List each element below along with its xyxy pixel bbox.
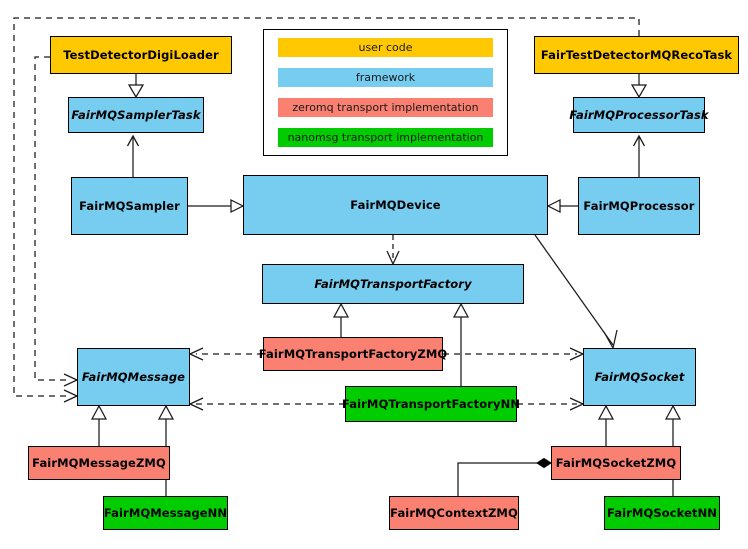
edge-digiloader-to-message: [34, 56, 78, 387]
class-node-label: FairMQSocket: [594, 369, 685, 384]
edge-recotask-to-message: [13, 17, 640, 403]
class-node-fairmqtransportfactoryzmq[interactable]: FairMQTransportFactoryZMQ: [259, 337, 447, 371]
class-node-label: FairMQTransportFactory: [314, 276, 472, 291]
edge-processor-to-device: [546, 198, 578, 214]
legend-item-user-code: user code: [278, 38, 493, 57]
class-node-fairmqmessagezmq[interactable]: FairMQMessageZMQ: [28, 446, 170, 480]
legend-item-zeromq: zeromq transport implementation: [278, 98, 493, 117]
class-node-fairmqsamplertask[interactable]: FairMQSamplerTask: [68, 97, 204, 133]
class-node-label: FairMQTransportFactoryZMQ: [258, 346, 448, 361]
edge-factorynn-to-message: [189, 397, 345, 411]
class-node-fairtestdetectormqrecotask[interactable]: FairTestDetectorMQRecoTask: [534, 36, 739, 74]
legend-panel: user code framework zeromq transport imp…: [263, 29, 508, 156]
legend-label-framework: framework: [355, 71, 416, 84]
class-node-fairmqsampler[interactable]: FairMQSampler: [71, 177, 188, 235]
class-node-label: FairMQProcessor: [583, 198, 695, 213]
edge-factoryzmq-to-factory: [332, 302, 350, 337]
edge-device-to-transportfactory: [386, 235, 400, 265]
edge-factorynn-to-factory: [452, 302, 470, 386]
class-node-label: FairMQContextZMQ: [390, 505, 518, 520]
class-node-fairmqsocketnn[interactable]: FairMQSocketNN: [604, 496, 720, 530]
class-node-testdetectordigiloader[interactable]: TestDetectorDigiLoader: [50, 36, 232, 74]
edge-factoryzmq-to-socket: [443, 347, 584, 361]
edge-recotask-to-processortask: [630, 74, 648, 99]
class-node-fairmqsocket[interactable]: FairMQSocket: [583, 348, 696, 406]
class-node-label: FairMQProcessorTask: [569, 107, 709, 122]
edge-messagezmq-to-message: [90, 404, 108, 446]
class-node-fairmqmessagenn[interactable]: FairMQMessageNN: [103, 496, 228, 530]
edge-socketzmq-to-socket: [597, 404, 615, 446]
legend-item-framework: framework: [278, 68, 493, 87]
class-node-fairmqprocessortask[interactable]: FairMQProcessorTask: [569, 97, 709, 133]
class-node-label: FairMQMessageZMQ: [32, 455, 166, 470]
class-node-label: FairTestDetectorMQRecoTask: [540, 47, 733, 62]
edge-factorynn-to-socket: [517, 397, 584, 411]
class-node-label: FairMQMessageNN: [103, 505, 228, 520]
legend-label-nanomsg: nanomsg transport implementation: [287, 131, 484, 144]
class-node-fairmqtransportfactorynn[interactable]: FairMQTransportFactoryNN: [341, 386, 521, 422]
class-node-fairmqprocessor[interactable]: FairMQProcessor: [578, 177, 700, 235]
class-node-fairmqtransportfactory[interactable]: FairMQTransportFactory: [262, 264, 524, 304]
edge-sampler-to-device: [188, 198, 245, 214]
class-node-fairmqsocketzmq[interactable]: FairMQSocketZMQ: [551, 446, 681, 480]
class-node-label: FairMQSamplerTask: [71, 107, 201, 122]
class-node-label: FairMQMessage: [81, 369, 186, 384]
edge-socketzmq-composition-contextzmq: [457, 457, 552, 496]
legend-item-nanomsg: nanomsg transport implementation: [278, 128, 493, 147]
class-node-fairmqdevice[interactable]: FairMQDevice: [243, 175, 548, 235]
class-node-fairmqcontextzmq[interactable]: FairMQContextZMQ: [389, 496, 519, 530]
class-node-label: FairMQSampler: [79, 198, 180, 213]
class-node-label: FairMQDevice: [350, 197, 441, 212]
class-node-label: FairMQTransportFactoryNN: [341, 396, 521, 411]
edge-digiloader-to-samplertask: [127, 74, 145, 99]
edge-factoryzmq-to-message: [189, 347, 263, 361]
class-node-label: TestDetectorDigiLoader: [63, 47, 219, 62]
class-node-fairmqmessage[interactable]: FairMQMessage: [77, 348, 190, 406]
legend-label-zeromq: zeromq transport implementation: [292, 101, 479, 114]
legend-label-user-code: user code: [358, 41, 413, 54]
edge-device-to-socket: [534, 234, 618, 349]
class-node-label: FairMQSocketZMQ: [555, 455, 677, 470]
class-node-label: FairMQSocketNN: [606, 505, 718, 520]
